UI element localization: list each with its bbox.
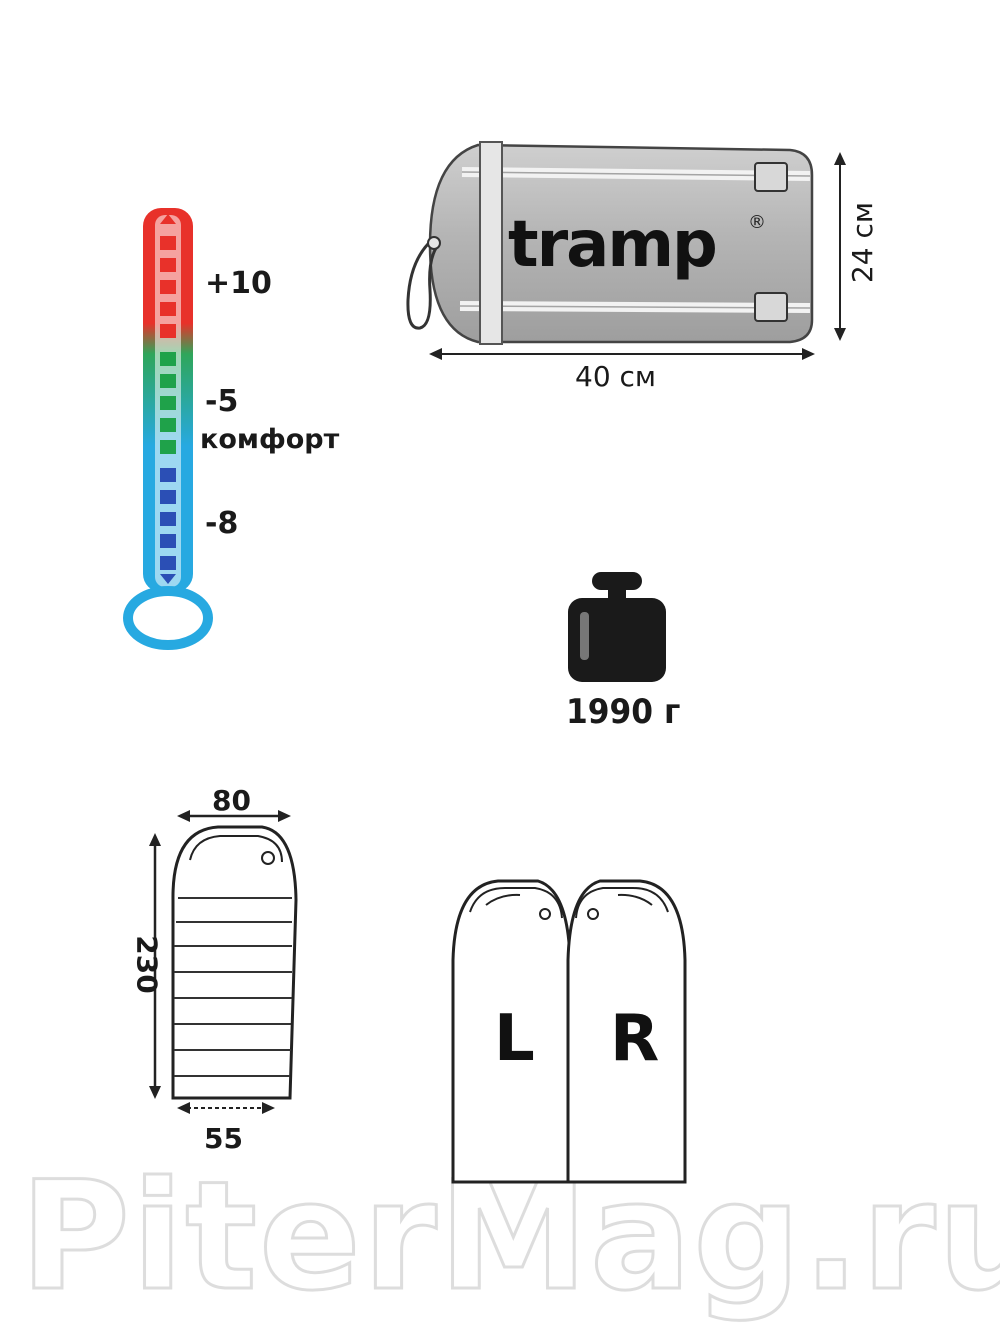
temp-label-comfort: комфорт <box>200 424 340 455</box>
temp-label-plus10: +10 <box>205 266 272 301</box>
temp-label-minus5: -5 <box>205 384 239 419</box>
thermometer-segment <box>160 418 176 432</box>
zip-left-label: L <box>494 1002 535 1076</box>
thermometer-segment <box>160 440 176 454</box>
zip-right-label: R <box>610 1002 660 1076</box>
bag-bottom-width-label: 55 <box>204 1122 243 1155</box>
thermometer-segment <box>160 490 176 504</box>
thermometer-segment <box>160 396 176 410</box>
thermometer-segment <box>160 534 176 548</box>
bag-top-width-label: 80 <box>212 784 251 817</box>
thermometer-segment <box>160 352 176 366</box>
thermometer-segment <box>160 556 176 570</box>
thermometer-segment <box>160 512 176 526</box>
thermometer-segment <box>160 258 176 272</box>
thermometer-segment <box>160 324 176 338</box>
weight-label: 1990 г <box>566 692 681 732</box>
pack-length-label: 40 см <box>575 360 657 393</box>
thermometer-segment <box>160 374 176 388</box>
temp-label-minus8: -8 <box>205 506 239 541</box>
thermometer-segment <box>160 280 176 294</box>
thermometer-segment <box>160 236 176 250</box>
thermometer-segment <box>160 468 176 482</box>
thermometer-scale <box>160 236 176 570</box>
thermometer-segment <box>160 302 176 316</box>
pack-brand-mark: ® <box>748 212 766 233</box>
pack-brand-logo: tramp <box>508 208 718 282</box>
